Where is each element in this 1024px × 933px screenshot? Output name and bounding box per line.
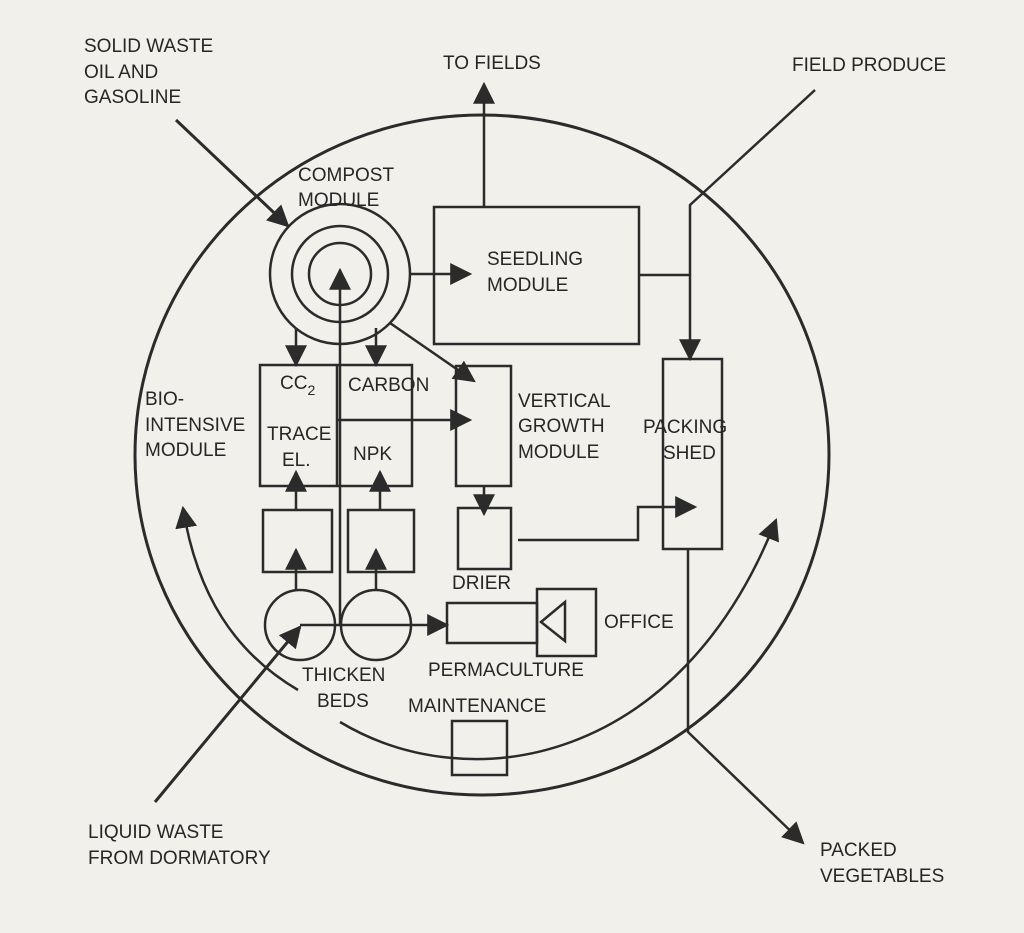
compost-label: COMPOST MODULE	[298, 165, 399, 211]
maintenance-label: MAINTENANCE	[408, 696, 546, 717]
drier-label: DRIER	[452, 573, 511, 594]
field-produce-arrow	[679, 89, 816, 362]
npk-label: NPK	[353, 444, 392, 465]
vertical-line-1: VERTICAL	[518, 391, 610, 412]
liquid-waste-label: LIQUID WASTE FROM DORMATORY	[88, 822, 271, 869]
drier-to-packing-arrow	[518, 496, 698, 542]
tank-left	[261, 508, 334, 574]
solid-waste-line-1: SOLID WASTE	[84, 36, 213, 57]
solid-waste-line-2: OIL AND	[84, 62, 158, 83]
seedling-label: SEEDLING MODULE	[487, 249, 588, 296]
liquid-waste-line-1: LIQUID WASTE	[88, 822, 223, 843]
office-box	[535, 587, 598, 658]
permaculture-box	[445, 601, 539, 645]
bio-intensive-line-1: BIO-	[145, 389, 184, 410]
vertical-growth-box	[454, 364, 513, 488]
bio-intensive-label: BIO- INTENSIVE MODULE	[145, 389, 251, 461]
trace-label: TRACE EL.	[267, 424, 337, 471]
solid-waste-label: SOLID WASTE OIL AND GASOLINE	[84, 36, 218, 108]
bio-intensive-line-2: INTENSIVE	[145, 415, 245, 436]
packing-shed-label: PACKING SHED	[643, 417, 732, 464]
compost-to-vertical-arrow	[389, 321, 476, 383]
trace-line-1: TRACE	[267, 424, 331, 445]
office-label: OFFICE	[604, 612, 674, 633]
drier-box	[456, 506, 513, 571]
field-produce-label: FIELD PRODUCE	[792, 55, 946, 76]
thicken-beds-label: THICKEN BEDS	[302, 665, 391, 712]
thicken-line-1: THICKEN	[302, 665, 385, 686]
maintenance-box	[450, 719, 509, 777]
vertical-line-2: GROWTH	[518, 416, 605, 437]
seedling-line-1: SEEDLING	[487, 249, 583, 270]
office-triangle	[539, 599, 567, 644]
trace-line-2: EL.	[282, 450, 311, 471]
permaculture-label: PERMACULTURE	[428, 660, 584, 681]
bio-intensive-line-3: MODULE	[145, 440, 226, 461]
carbon-label: CARBON	[348, 375, 429, 396]
compost-line-1: COMPOST	[298, 165, 394, 186]
packed-line-1: PACKED	[820, 840, 897, 861]
to-fields-label: TO FIELDS	[443, 53, 541, 74]
packed-vegetables-label: PACKED VEGETABLES	[820, 840, 944, 887]
cycle-arc-left	[175, 505, 299, 692]
cycle-arc-bottom	[339, 517, 780, 761]
vertical-growth-label: VERTICAL GROWTH MODULE	[518, 391, 615, 463]
tank-right	[346, 508, 416, 574]
thicken-line-2: BEDS	[317, 691, 369, 712]
solid-waste-line-3: GASOLINE	[84, 87, 181, 108]
solid-waste-arrow	[174, 118, 290, 228]
seedling-line-2: MODULE	[487, 275, 568, 296]
compost-line-2: MODULE	[298, 190, 379, 211]
nutrient-box	[258, 363, 414, 488]
vertical-line-3: MODULE	[518, 442, 599, 463]
packed-vegetables-arrow	[686, 549, 805, 845]
system-boundary-circle	[133, 113, 831, 797]
packing-line-2: SHED	[663, 443, 716, 464]
liquid-waste-line-2: FROM DORMATORY	[88, 848, 271, 869]
packed-line-2: VEGETABLES	[820, 866, 944, 887]
co2-text: CC	[280, 373, 307, 394]
packing-line-1: PACKING	[643, 417, 727, 438]
liquid-waste-arrow	[153, 625, 302, 803]
co2-label: CC2	[280, 373, 315, 398]
co2-subscript: 2	[307, 382, 315, 398]
